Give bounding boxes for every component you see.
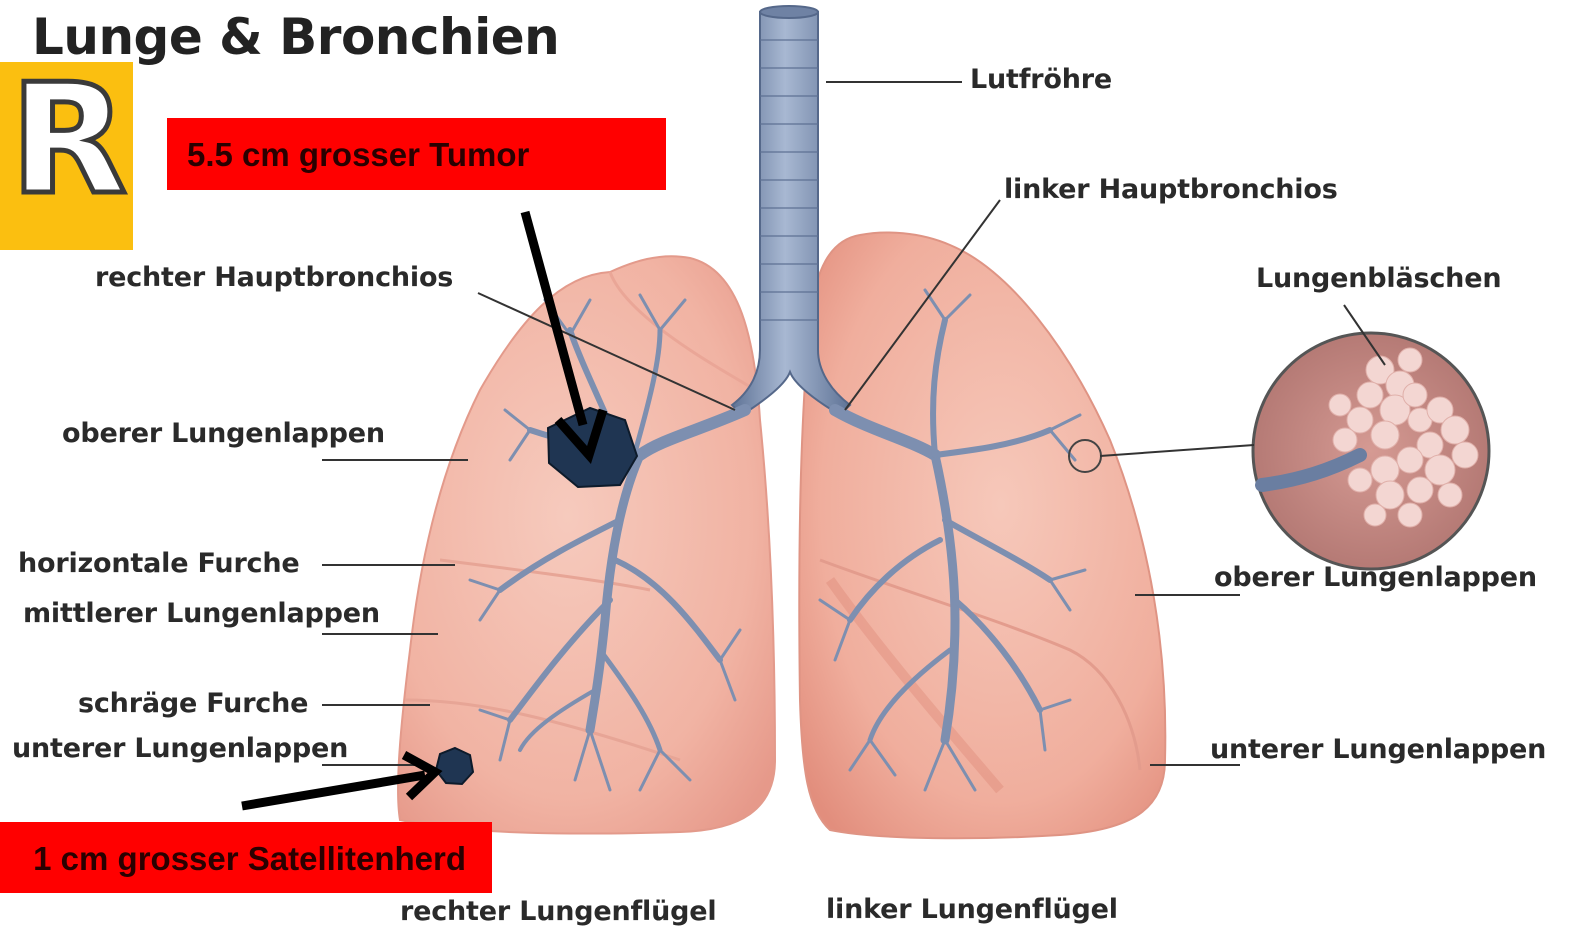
label-right-main-bronchus: rechter Hauptbronchios (95, 262, 453, 293)
left-lung (799, 232, 1165, 838)
label-left-main-bronchus: linker Hauptbronchios (1004, 174, 1338, 205)
label-oblique-fissure: schräge Furche (78, 688, 308, 719)
label-right-upper-lobe: oberer Lungenlappen (62, 418, 385, 449)
tumor-callout: 5.5 cm grosser Tumor (167, 118, 666, 190)
label-right-lower-lobe: unterer Lungenlappen (12, 733, 348, 764)
label-left-lung: linker Lungenflügel (826, 894, 1118, 925)
satellite-marker (436, 748, 473, 784)
label-left-lower-lobe: unterer Lungenlappen (1210, 734, 1546, 765)
label-left-upper-lobe: oberer Lungenlappen (1214, 562, 1537, 593)
side-badge-letter: R (10, 64, 127, 216)
left-lung-outline (799, 232, 1165, 838)
label-trachea: Lutfröhre (970, 64, 1112, 95)
label-right-lung: rechter Lungenflügel (400, 896, 716, 927)
label-right-middle-lobe: mittlerer Lungenlappen (23, 598, 380, 629)
label-horizontal-fissure: horizontale Furche (18, 548, 300, 579)
side-badge: R (0, 62, 133, 250)
label-alveoli: Lungenbläschen (1256, 263, 1501, 294)
satellite-callout: 1 cm grosser Satellitenherd (0, 822, 492, 893)
